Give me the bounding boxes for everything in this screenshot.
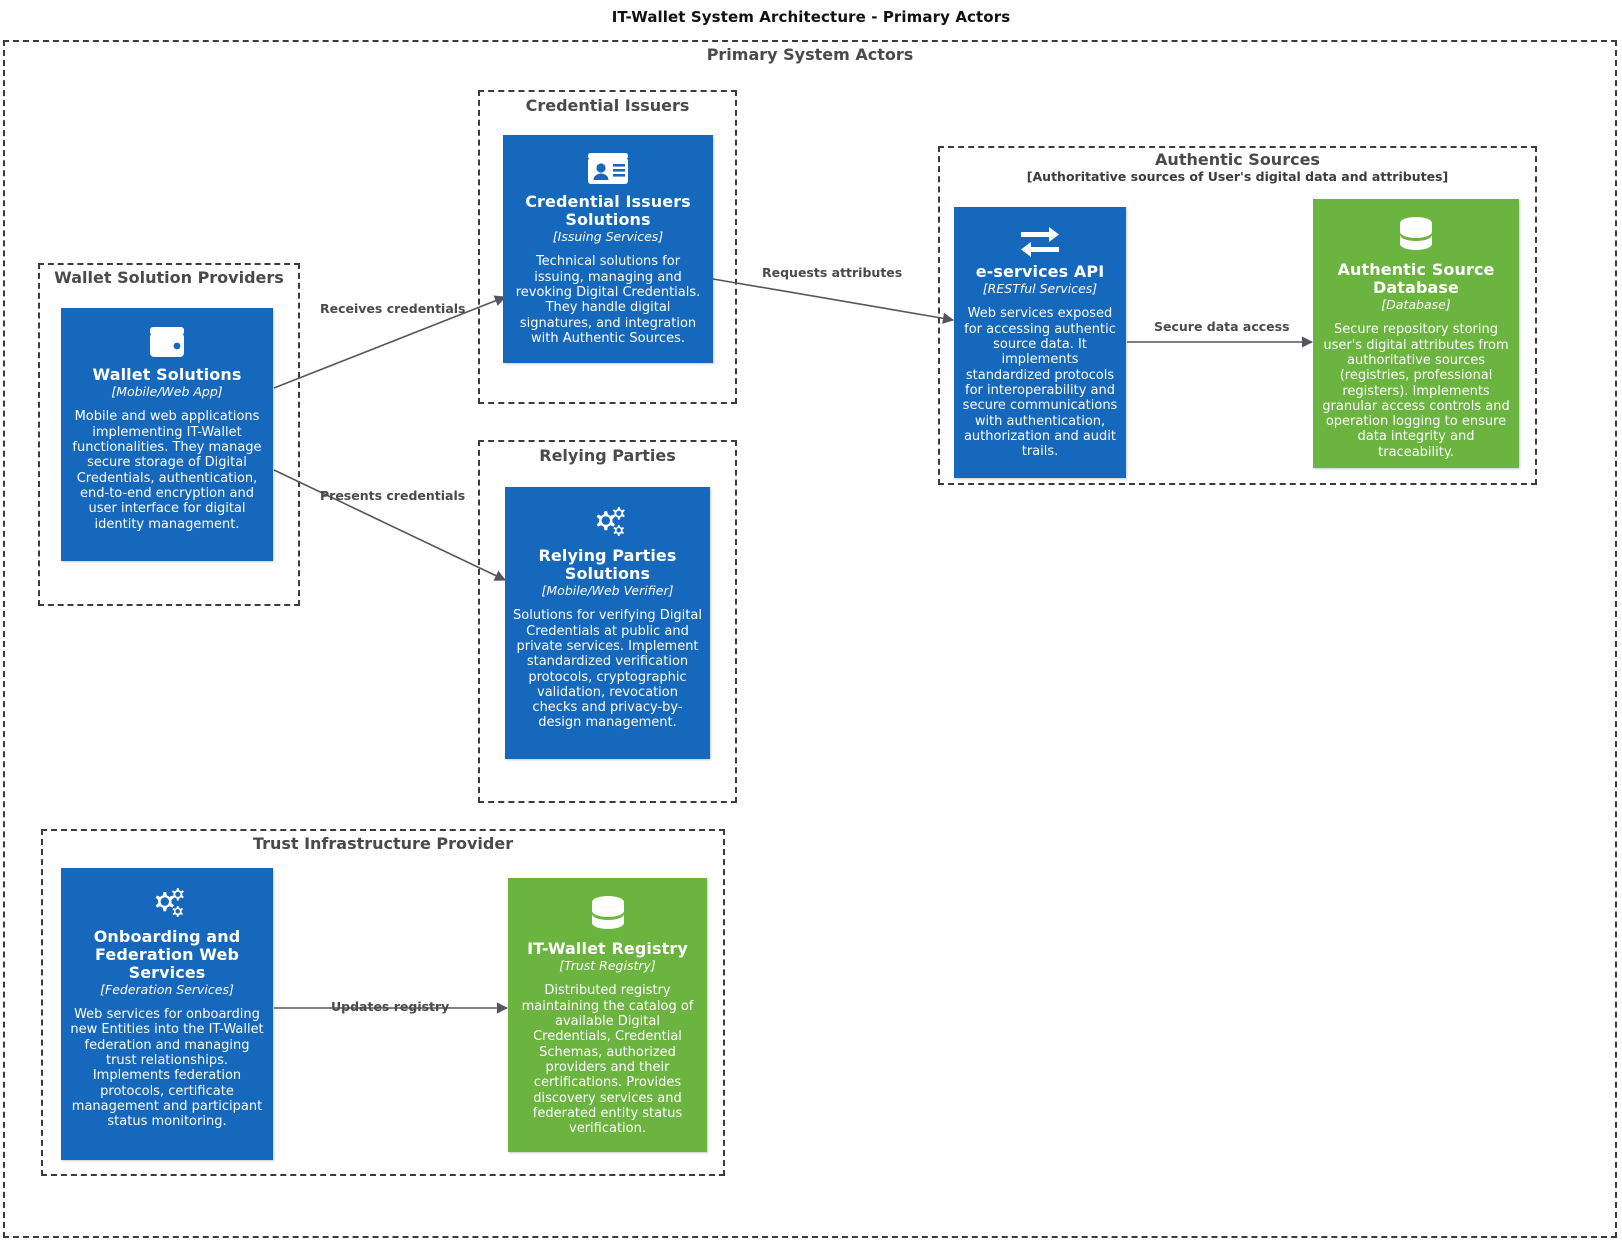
node-description: Web services exposed for accessing authe…: [962, 306, 1118, 460]
node-stereotype: [Trust Registry]: [559, 957, 656, 973]
node-title: Authentic Source Database: [1337, 260, 1495, 297]
node-wallet-solutions[interactable]: Wallet Solutions [Mobile/Web App] Mobile…: [61, 308, 273, 561]
node-title: Relying Parties Solutions: [538, 546, 677, 583]
exchange-arrows-icon: [962, 223, 1118, 257]
node-description: Mobile and web applications implementing…: [72, 409, 262, 532]
node-credential-issuers-solutions[interactable]: Credential Issuers Solutions [Issuing Se…: [503, 135, 713, 363]
node-description: Web services for onboarding new Entities…: [70, 1007, 264, 1130]
node-title: Onboarding and Federation Web Services: [93, 927, 241, 982]
group-wallet-solution-providers: [38, 263, 300, 606]
page-title: IT-Wallet System Architecture - Primary …: [611, 8, 1011, 26]
group-credential-issuers-title: Credential Issuers: [525, 96, 690, 115]
node-title: IT-Wallet Registry: [527, 939, 688, 958]
edge-label-receives-credentials: Receives credentials: [320, 301, 466, 316]
gears-icon: [513, 503, 702, 541]
group-primary-system-actors: [3, 40, 1617, 1238]
group-trust-infrastructure-provider: [41, 829, 725, 1176]
group-relying-parties-title: Relying Parties: [539, 446, 676, 465]
group-authentic-sources-title: Authentic Sources: [1155, 150, 1320, 169]
group-credential-issuers: [478, 90, 737, 404]
group-wallet-solution-providers-title: Wallet Solution Providers: [54, 268, 284, 287]
edge-label-secure-data-access: Secure data access: [1154, 319, 1290, 334]
edge-label-requests-attributes: Requests attributes: [762, 265, 903, 280]
group-primary-system-actors-title: Primary System Actors: [706, 45, 914, 64]
node-itwallet-registry[interactable]: IT-Wallet Registry [Trust Registry] Dist…: [508, 878, 707, 1152]
node-stereotype: [Federation Services]: [100, 981, 234, 997]
node-description: Secure repository storing user's digital…: [1322, 322, 1510, 460]
edge-label-presents-credentials: Presents credentials: [320, 488, 466, 503]
node-authentic-source-database[interactable]: Authentic Source Database [Database] Sec…: [1313, 199, 1519, 468]
node-title: Wallet Solutions: [92, 365, 242, 384]
edge-label-updates-registry: Updates registry: [331, 999, 450, 1014]
id-card-icon: [511, 151, 705, 187]
node-title: e-services API: [975, 262, 1105, 281]
node-eservices-api[interactable]: e-services API [RESTful Services] Web se…: [954, 207, 1126, 478]
node-description: Distributed registry maintaining the cat…: [521, 983, 694, 1137]
node-stereotype: [Mobile/Web Verifier]: [541, 582, 674, 598]
node-relying-parties-solutions[interactable]: Relying Parties Solutions [Mobile/Web Ve…: [505, 487, 710, 759]
node-title: Credential Issuers Solutions: [525, 192, 691, 229]
node-stereotype: [Database]: [1381, 296, 1451, 312]
node-onboarding-federation-web-services[interactable]: Onboarding and Federation Web Services […: [61, 868, 273, 1160]
gears-icon: [69, 884, 265, 922]
database-icon: [1321, 215, 1511, 255]
database-icon: [516, 894, 699, 934]
node-description: Technical solutions for issuing, managin…: [515, 254, 701, 346]
node-stereotype: [RESTful Services]: [982, 280, 1098, 296]
node-description: Solutions for verifying Digital Credenti…: [513, 608, 702, 731]
group-trust-infrastructure-provider-title: Trust Infrastructure Provider: [252, 834, 514, 853]
node-stereotype: [Mobile/Web App]: [111, 383, 223, 399]
node-stereotype: [Issuing Services]: [552, 228, 664, 244]
group-authentic-sources-subtitle: [Authoritative sources of User's digital…: [1026, 169, 1449, 184]
group-relying-parties: [478, 440, 737, 803]
wallet-icon: [69, 324, 265, 360]
